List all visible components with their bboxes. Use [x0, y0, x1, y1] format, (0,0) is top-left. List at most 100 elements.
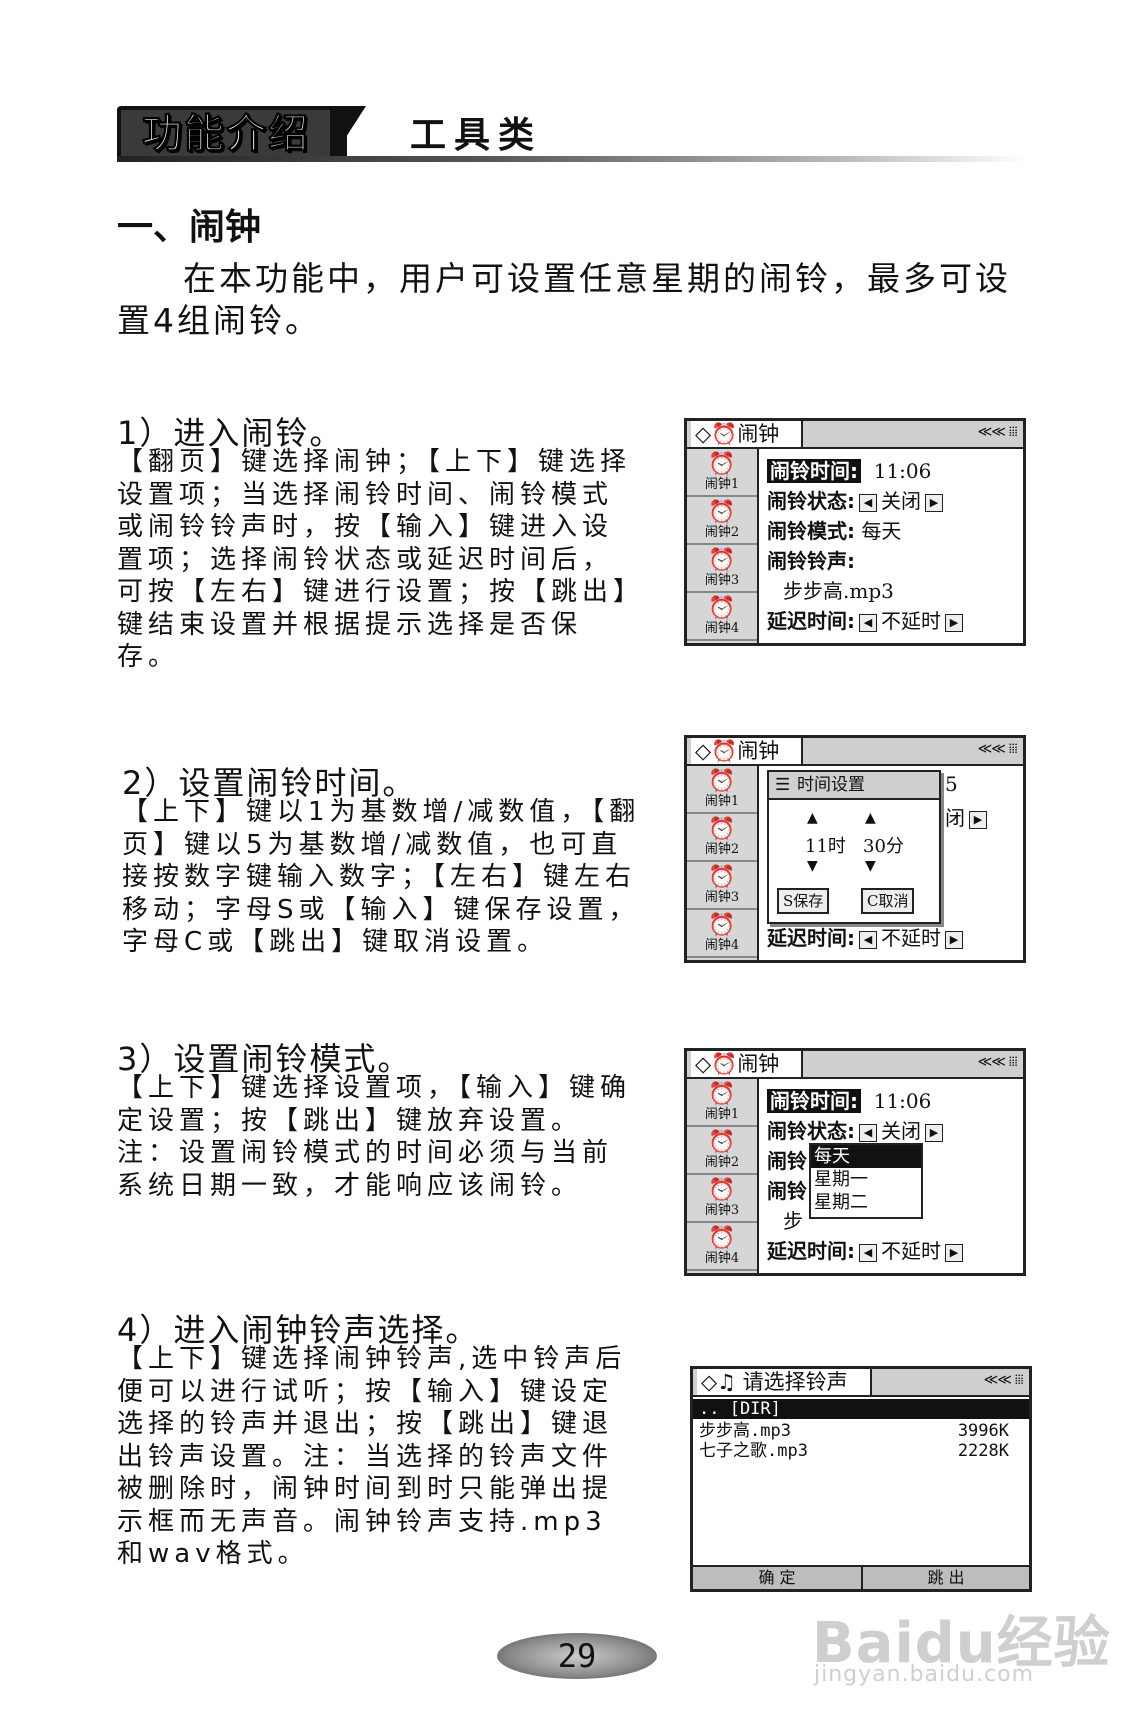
- alarm-screen-3: ◇⏰闹钟 ≪≪ ⁞⁞⁞ ⏰闹钟1 ⏰闹钟2 ⏰闹钟3 ⏰闹钟4 闹铃时间: 11…: [684, 1048, 1026, 1276]
- background-time-value: 5: [945, 772, 958, 796]
- alarm-item[interactable]: ⏰闹钟2: [687, 497, 757, 545]
- right-arrow-icon[interactable]: ▶: [925, 493, 943, 512]
- left-arrow-icon: ◀: [859, 930, 877, 949]
- minute-field[interactable]: 30分: [863, 836, 904, 857]
- left-arrow-icon[interactable]: ◀: [859, 613, 877, 632]
- alarm-clock-icon: ⏰: [708, 1130, 736, 1155]
- step-4-body: 【上下】键选择闹钟铃声,选中铃声后便可以进行试听；按【输入】键设定选择的铃声并退…: [117, 1344, 627, 1569]
- alarm-screen-2: ◇⏰闹钟 ≪≪ ⁞⁞⁞ ⏰闹钟1 ⏰闹钟2 ⏰闹钟3 ⏰闹钟4 5 闭▶ 延迟时…: [684, 735, 1026, 963]
- alarm-clock-icon: ⏰: [708, 548, 736, 573]
- right-arrow-icon[interactable]: ▶: [925, 1123, 943, 1142]
- section-intro: 在本功能中，用户可设置任意星期的闹铃，最多可设置4组闹铃。: [117, 259, 1011, 340]
- background-status: 闭▶: [945, 802, 991, 831]
- app-tab: ◇♫ 请选择铃声: [697, 1369, 872, 1395]
- category-title: 工具类: [410, 114, 543, 156]
- left-arrow-icon[interactable]: ◀: [859, 1243, 877, 1262]
- alarm-clock-icon: ⏰: [708, 1082, 736, 1107]
- clock-icon: ⏰: [711, 422, 738, 446]
- hour-up-icon[interactable]: ▲: [807, 810, 818, 826]
- status-row[interactable]: 闹铃状态:◀关闭▶: [767, 485, 947, 514]
- menu-icon[interactable]: ≪≪ ⁞⁞⁞: [977, 424, 1018, 440]
- mode-row[interactable]: 闹铃: [767, 1149, 807, 1173]
- alarm-clock-icon: ⏰: [708, 817, 736, 842]
- title-bar: ◇⏰闹钟 ≪≪ ⁞⁞⁞: [687, 738, 1023, 766]
- dropdown-option[interactable]: 星期一: [814, 1169, 868, 1190]
- dropdown-option[interactable]: 每天: [811, 1145, 921, 1168]
- ring-value: 步: [783, 1209, 803, 1233]
- time-row[interactable]: 闹铃时间: 11:06: [767, 1085, 931, 1114]
- alarm-item[interactable]: ⏰闹钟3: [687, 545, 757, 593]
- alarm-item[interactable]: ⏰闹钟1: [687, 1079, 757, 1127]
- title-bar: ◇⏰闹钟 ≪≪ ⁞⁞⁞: [687, 421, 1023, 449]
- dialog-title: ☰时间设置: [769, 772, 939, 800]
- alarm-clock-icon: ⏰: [708, 865, 736, 890]
- cancel-button[interactable]: C取消: [861, 888, 915, 914]
- alarm-item[interactable]: ⏰闹钟1: [687, 766, 757, 814]
- alarm-sidebar: ⏰闹钟1 ⏰闹钟2 ⏰闹钟3 ⏰闹钟4: [687, 766, 759, 960]
- alarm-item[interactable]: ⏰闹钟4: [687, 910, 757, 958]
- alarm-item[interactable]: ⏰闹钟2: [687, 1127, 757, 1175]
- clock-icon: ⏰: [711, 1052, 738, 1076]
- section-badge: 功能介绍: [121, 110, 331, 158]
- step-1-title: 1）进入闹铃。: [117, 414, 344, 452]
- minute-up-icon[interactable]: ▲: [865, 810, 876, 826]
- title-bar: ◇⏰闹钟 ≪≪ ⁞⁞⁞: [687, 1051, 1023, 1079]
- mode-row[interactable]: 闹铃模式: 每天: [767, 519, 902, 543]
- step-4-title: 4）进入闹钟铃声选择。: [117, 1311, 480, 1349]
- alarm-item[interactable]: ⏰闹钟3: [687, 862, 757, 910]
- save-button[interactable]: S保存: [777, 888, 830, 914]
- ring-row[interactable]: 闹铃: [767, 1179, 807, 1203]
- menu-icon[interactable]: ≪≪ ⁞⁞⁞: [977, 1054, 1018, 1070]
- delay-row[interactable]: 延迟时间:◀不延时▶: [767, 1235, 967, 1264]
- step-3-body: 【上下】键选择设置项，【输入】键确定设置；按【跳出】键放弃设置。注：设置闹铃模式…: [117, 1073, 632, 1201]
- right-arrow-icon[interactable]: ▶: [945, 613, 963, 632]
- hour-down-icon[interactable]: ▼: [807, 858, 818, 874]
- left-arrow-icon[interactable]: ◀: [859, 493, 877, 512]
- alarm-sidebar: ⏰闹钟1 ⏰闹钟2 ⏰闹钟3 ⏰闹钟4: [687, 449, 759, 643]
- right-arrow-icon[interactable]: ▶: [945, 1243, 963, 1262]
- badge-slant: [330, 106, 366, 162]
- alarm-item[interactable]: ⏰闹钟4: [687, 1223, 757, 1271]
- alarm-clock-icon: ⏰: [708, 500, 736, 525]
- alarm-item[interactable]: ⏰闹钟4: [687, 593, 757, 641]
- music-icon: ♫: [717, 1370, 736, 1394]
- step-2-title: 2）设置闹铃时间。: [122, 764, 417, 802]
- minute-down-icon[interactable]: ▼: [865, 858, 876, 874]
- menu-icon[interactable]: ≪≪ ⁞⁞⁞: [977, 741, 1018, 757]
- alarm-item[interactable]: ⏰闹钟1: [687, 449, 757, 497]
- alarm-item[interactable]: ⏰闹钟2: [687, 814, 757, 862]
- alarm-item[interactable]: ⏰闹钟3: [687, 1175, 757, 1223]
- right-arrow-icon: ▶: [969, 810, 987, 829]
- app-tab: ◇⏰闹钟: [691, 1051, 804, 1077]
- delay-row: 延迟时间:◀不延时▶: [767, 922, 967, 951]
- alarm-clock-icon: ⏰: [708, 1178, 736, 1203]
- dropdown-option[interactable]: 星期二: [814, 1192, 868, 1213]
- app-tab: ◇⏰闹钟: [691, 738, 804, 764]
- mode-dropdown[interactable]: 每天 星期一 星期二: [809, 1143, 923, 1219]
- file-row[interactable]: .. [DIR]: [693, 1399, 1029, 1419]
- bottom-bar: 确 定 跳 出: [693, 1565, 1029, 1589]
- menu-icon[interactable]: ≪≪ ⁞⁞⁞: [983, 1372, 1024, 1388]
- alarm-clock-icon: ⏰: [708, 452, 736, 477]
- time-row[interactable]: 闹铃时间: 11:06: [767, 455, 931, 484]
- status-row[interactable]: 闹铃状态:◀关闭▶: [767, 1115, 947, 1144]
- step-2-body: 【上下】键以1为基数增/减数值，【翻页】键以5为基数增/减数值，也可直接按数字键…: [122, 797, 641, 957]
- delay-row[interactable]: 延迟时间:◀不延时▶: [767, 605, 967, 634]
- left-arrow-icon[interactable]: ◀: [859, 1123, 877, 1142]
- hour-field[interactable]: 11时: [805, 836, 846, 857]
- exit-button[interactable]: 跳 出: [927, 1568, 965, 1587]
- alarm-clock-icon: ⏰: [708, 913, 736, 938]
- alarm-clock-icon: ⏰: [708, 596, 736, 621]
- right-arrow-icon: ▶: [945, 930, 963, 949]
- step-3-title: 3）设置闹铃模式。: [117, 1040, 412, 1078]
- ring-row[interactable]: 闹铃铃声:: [767, 549, 855, 573]
- page-number: 29: [497, 1633, 657, 1679]
- watermark-url: jingyan.baidu.com: [814, 1662, 1035, 1687]
- clock-icon: ⏰: [711, 739, 738, 763]
- ring-value: 步步高.mp3: [783, 579, 894, 603]
- section-title: 一、闹钟: [117, 207, 262, 248]
- confirm-button[interactable]: 确 定: [693, 1567, 863, 1589]
